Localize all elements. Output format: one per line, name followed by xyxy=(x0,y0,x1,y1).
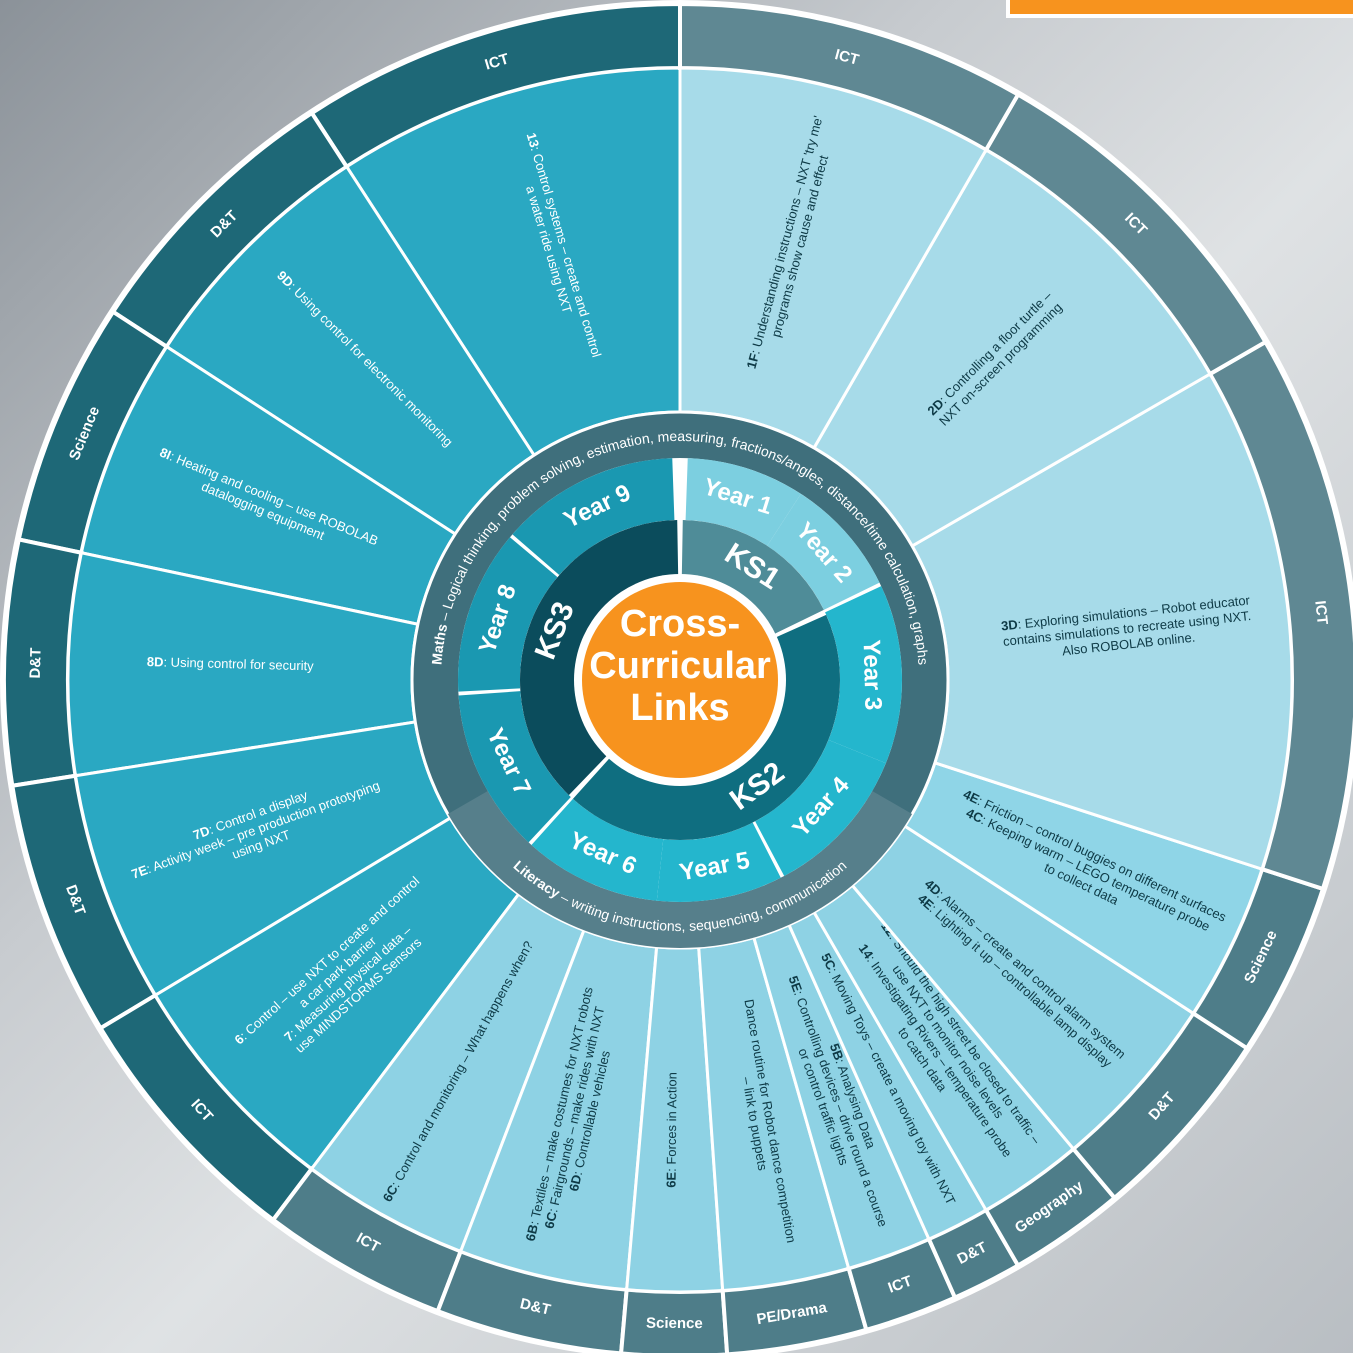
key-stage-shape xyxy=(572,614,841,841)
year-tab-5: Year 5 xyxy=(656,822,781,903)
year-tab-shape xyxy=(685,458,801,546)
subject-label: ICT xyxy=(833,46,861,69)
subject-label: D&T xyxy=(27,647,45,678)
year-tab-8: Year 8 xyxy=(458,537,558,692)
segment-dt-9d: D&T9D: Using control for electronic moni… xyxy=(110,110,537,537)
subject-label: ICT xyxy=(483,50,511,73)
corner-tab xyxy=(1006,0,1353,18)
segment-dt-6b: D&T6B: Textiles – make costumes for NXT … xyxy=(435,928,659,1353)
year-tab-1: Year 1 xyxy=(685,458,801,546)
year-tab-3: Year 3 xyxy=(825,586,902,764)
subject-label: D&T xyxy=(518,1295,552,1318)
key-stage-ks3: KS3 xyxy=(520,520,679,796)
year-tab-shape xyxy=(512,458,675,576)
segment-dt-8d: D&T 8D: Using control for security xyxy=(2,537,420,789)
segment-dt-7d: D&T7D: Control a display7E: Activity wee… xyxy=(10,720,453,1031)
centre-disc xyxy=(582,582,778,778)
year-label: Year 3 xyxy=(858,639,887,710)
year-tab-shape xyxy=(656,822,781,903)
year-tab-9: Year 9 xyxy=(512,458,675,576)
year-tab-shape xyxy=(458,537,558,692)
key-stage-shape xyxy=(520,520,679,796)
year-tab-shape xyxy=(458,691,571,843)
year-tab-shape xyxy=(531,798,664,901)
year-tab-7: Year 7 xyxy=(458,691,571,843)
segment-text: 6E: Forces in Action xyxy=(664,1072,680,1188)
key-stage-shape xyxy=(681,520,824,635)
key-stage-ks1: KS1 xyxy=(681,520,824,635)
subject-label: Science xyxy=(646,1315,703,1332)
segment-line: 8D: Using control for security xyxy=(147,654,315,673)
year-tab-shape xyxy=(767,493,880,610)
subject-label: ICT xyxy=(1311,600,1330,626)
literacy-band xyxy=(447,791,913,948)
year-tab-shape xyxy=(825,586,902,764)
segment-line: 6E: Forces in Action xyxy=(664,1072,680,1188)
segment-text: 8D: Using control for security xyxy=(147,654,315,673)
year-tab-6: Year 6 xyxy=(531,798,664,901)
year-tab-shape xyxy=(755,739,886,877)
